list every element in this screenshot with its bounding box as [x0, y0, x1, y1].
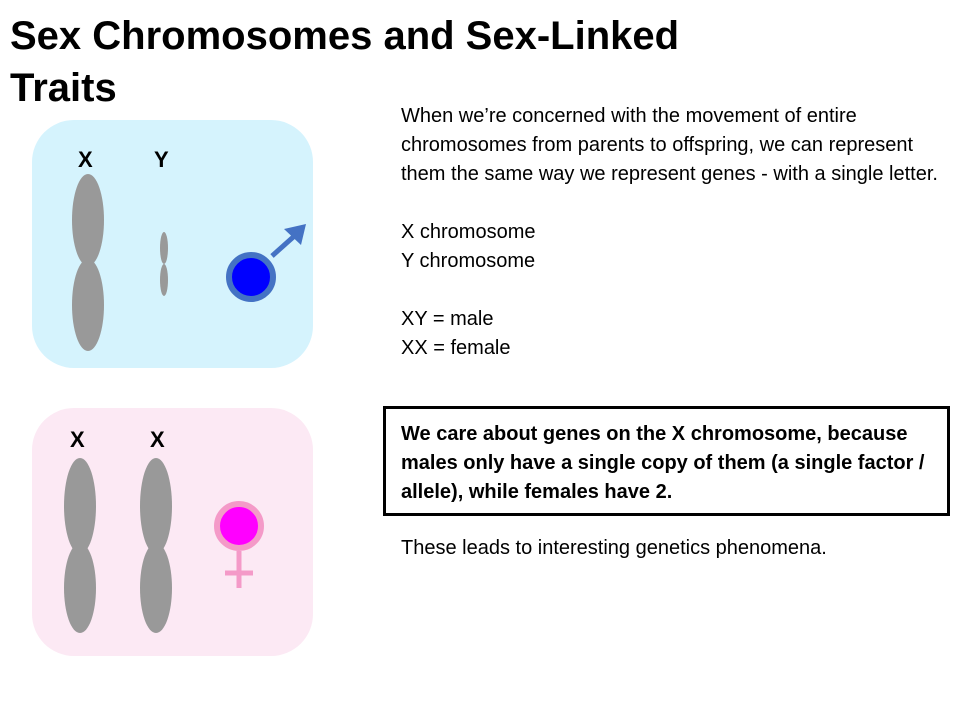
explanation-text: When we’re concerned with the movement o… — [401, 102, 956, 363]
female-genotype: XX = female — [401, 337, 511, 359]
y-chromosome — [160, 232, 168, 296]
male-chromosomes-graphic — [72, 174, 306, 351]
female-symbol-icon — [214, 501, 264, 588]
closing-text: These leads to interesting genetics phen… — [401, 537, 827, 559]
x-chromosome — [72, 174, 104, 351]
intro-paragraph: When we’re concerned with the movement o… — [401, 105, 938, 185]
highlight-text: We care about genes on the X chromosome,… — [401, 423, 925, 503]
page-title: Sex Chromosomes and Sex-Linked Traits — [10, 14, 680, 110]
male-genotype: XY = male — [401, 308, 494, 330]
female-chromosome-panel: X X — [32, 408, 313, 656]
x-chromosome-1 — [64, 458, 96, 633]
male-chromosome-panel: X Y — [32, 120, 313, 368]
x-chromosome-label: X — [78, 147, 93, 172]
x-chromosome-label-1: X — [70, 427, 85, 452]
x-chromosome-label-2: X — [150, 427, 165, 452]
x-chromosome-2 — [140, 458, 172, 633]
y-chromosome-definition: Y chromosome — [401, 250, 536, 272]
x-chromosome-definition: X chromosome — [401, 221, 536, 243]
y-chromosome-label: Y — [154, 147, 169, 172]
highlight-box — [383, 406, 950, 516]
male-symbol-icon — [226, 224, 306, 302]
female-chromosomes-graphic — [64, 458, 264, 633]
